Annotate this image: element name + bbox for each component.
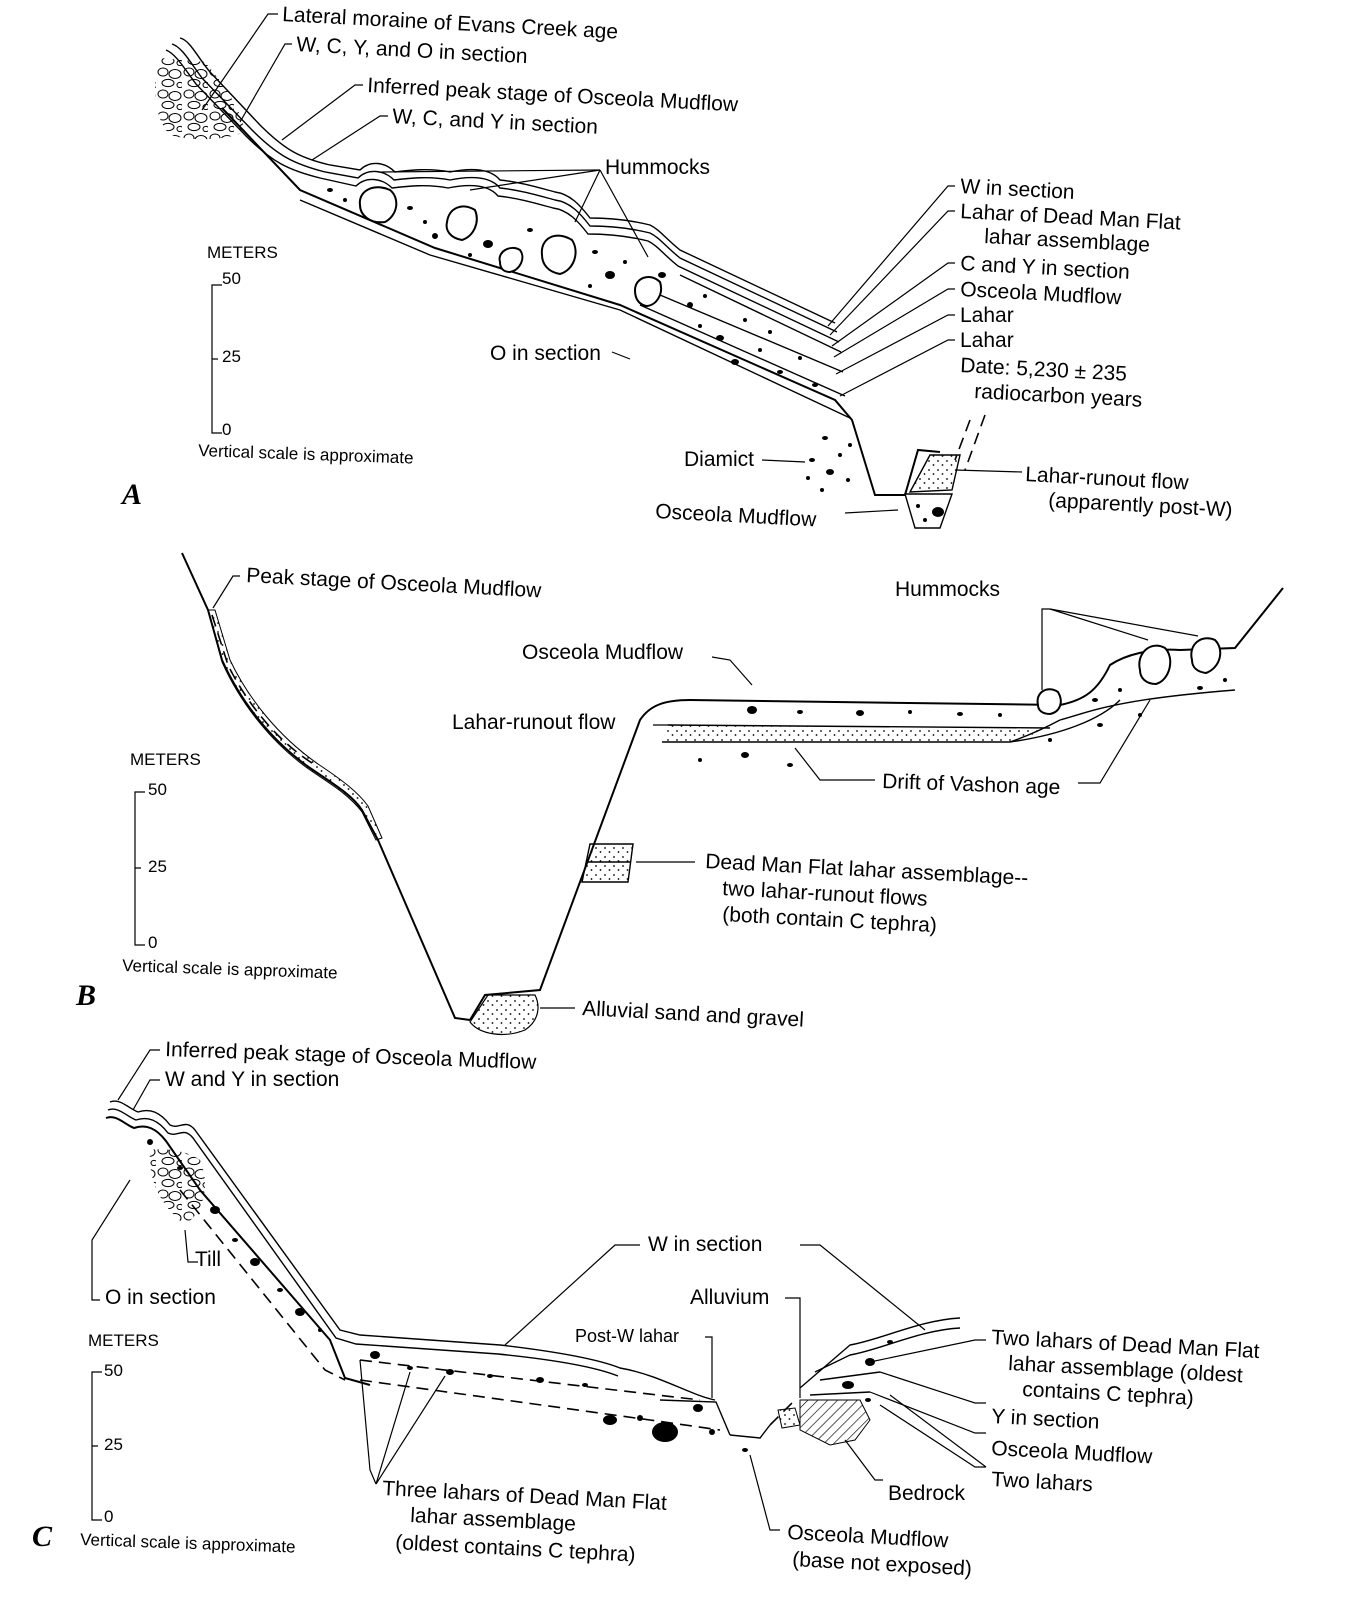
- panel-a-scale-0: 0: [222, 420, 231, 439]
- panel-a-scale-note: Vertical scale is approximate: [198, 441, 414, 468]
- panel-a-letter: A: [120, 478, 142, 511]
- panel-b-scale-note: Vertical scale is approximate: [122, 956, 338, 983]
- panel-a-osceola-bottom-gravel: [916, 504, 944, 522]
- panel-a-label-wcyo: W, C, Y, and O in section: [296, 33, 528, 68]
- panel-a-label-w-in-section: W in section: [960, 175, 1075, 204]
- panel-c-label-w-in-section: W in section: [648, 1233, 762, 1256]
- panel-a-label-osceola-bottom: Osceola Mudflow: [655, 500, 818, 531]
- panel-c: Inferred peak stage of Osceola Mudflow W…: [32, 1038, 1260, 1580]
- panel-a-ground-surface: [222, 108, 940, 495]
- panel-a-hummock-1: [360, 187, 396, 222]
- panel-c-scale-note: Vertical scale is approximate: [80, 1530, 296, 1557]
- panel-a-diamict: [806, 436, 852, 492]
- panel-c-till: [150, 1149, 205, 1225]
- panel-a-hummock-4: [542, 236, 576, 274]
- panel-a-label-runout-2: (apparently post-W): [1048, 489, 1233, 522]
- panel-b-label-peak-stage: Peak stage of Osceola Mudflow: [246, 564, 543, 602]
- panel-c-label-osceola-bottom-1: Osceola Mudflow: [787, 1521, 950, 1552]
- panel-c-scale-0: 0: [104, 1507, 113, 1526]
- panel-c-valley-floor: [730, 1425, 770, 1438]
- panel-b-lahar-runout-flow: [662, 725, 1050, 742]
- panel-b-vertical-scale: METERS 50 25 0 Vertical scale is approxi…: [122, 750, 338, 983]
- panel-a: Lateral moraine of Evans Creek age W, C,…: [120, 3, 1233, 531]
- panel-b-scale-title: METERS: [130, 750, 201, 769]
- panel-b-left-deposit: [208, 610, 382, 840]
- panel-c-label-bedrock: Bedrock: [888, 1482, 966, 1505]
- panel-a-label-lahar-2: Lahar: [960, 329, 1014, 352]
- panel-c-label-post-w-lahar: Post-W lahar: [575, 1326, 679, 1346]
- panel-c-scale-25: 25: [104, 1435, 123, 1454]
- panel-a-vertical-scale: METERS 50 25 0 Vertical scale is approxi…: [198, 243, 414, 468]
- panel-c-label-osceola-bottom-2: (base not exposed): [792, 1548, 973, 1580]
- panel-c-scale-title: METERS: [88, 1331, 159, 1350]
- panel-a-scale-title: METERS: [207, 243, 278, 262]
- panel-c-section-line-2: [108, 1109, 618, 1376]
- panel-c-label-y-in-section: Y in section: [991, 1405, 1100, 1434]
- panel-a-label-hummocks: Hummocks: [605, 156, 710, 179]
- panel-a-scale-50: 50: [222, 269, 241, 288]
- panel-c-label-three-lahars-3: (oldest contains C tephra): [395, 1531, 636, 1567]
- panel-c-right-bank-l2: [820, 1372, 880, 1380]
- panel-c-vertical-scale: METERS 50 25 0 Vertical scale is approxi…: [80, 1331, 296, 1557]
- panel-a-hummock-2: [447, 206, 477, 240]
- panel-c-leaders: [92, 1050, 986, 1530]
- panel-c-label-till: Till: [195, 1248, 221, 1271]
- panel-b-label-drift: Drift of Vashon age: [882, 770, 1061, 799]
- panel-b-scale-50: 50: [148, 780, 167, 799]
- panel-c-lahar-dashed-1: [360, 1360, 700, 1400]
- panel-c-bedrock: [800, 1400, 870, 1445]
- panel-b-dead-man-flat-runouts: [582, 844, 633, 882]
- panel-a-lateral-moraine: [155, 58, 245, 139]
- panel-a-hummock-3: [500, 248, 523, 272]
- panel-b-scale-0: 0: [148, 933, 157, 952]
- panel-b-label-runout: Lahar-runout flow: [452, 711, 616, 734]
- panel-b-label-hummocks: Hummocks: [895, 578, 1000, 601]
- panel-c-letter: C: [32, 1520, 53, 1553]
- panel-b-gravel: [698, 678, 1227, 767]
- panel-a-hummock-5: [635, 277, 661, 306]
- panel-b: Peak stage of Osceola Mudflow Hummocks O…: [75, 553, 1283, 1034]
- panel-c-label-osceola: Osceola Mudflow: [991, 1437, 1154, 1468]
- panel-b-alluvial: [470, 995, 538, 1034]
- panel-a-section-line-6: [640, 305, 845, 396]
- panel-c-label-o-in-section: O in section: [105, 1286, 216, 1309]
- panel-b-left-slope: [182, 553, 470, 1020]
- panel-c-scale-50: 50: [104, 1361, 123, 1380]
- panel-c-o-in-section-dashed: [180, 1190, 345, 1380]
- panel-a-label-wcy: W, C, and Y in section: [392, 105, 599, 139]
- panel-a-right-bank-dashed-2: [955, 420, 970, 460]
- panel-c-label-alluvium: Alluvium: [690, 1286, 769, 1309]
- panel-c-right-bank-l3: [810, 1392, 870, 1395]
- panel-b-label-alluvial: Alluvial sand and gravel: [582, 997, 805, 1032]
- panel-c-right-bank-top: [800, 1318, 960, 1388]
- panel-c-label-two-lahars: Two lahars: [991, 1468, 1094, 1496]
- panel-a-label-o-in-section: O in section: [490, 342, 601, 365]
- panel-a-lahar-runout-flow: [910, 455, 960, 492]
- panel-a-label-lahar-1: Lahar: [960, 304, 1014, 327]
- panel-c-gravel: [147, 1139, 893, 1452]
- panel-a-osceola-bottom: [905, 494, 952, 528]
- panel-b-peak-stage-dashed: [212, 615, 315, 765]
- panel-b-letter: B: [75, 979, 96, 1012]
- panel-b-hummock-1: [1038, 689, 1061, 714]
- panel-a-label-diamict: Diamict: [684, 448, 754, 471]
- panel-b-hummock-3: [1191, 638, 1220, 673]
- panel-a-scale-25: 25: [222, 347, 241, 366]
- panel-c-label-w-and-y: W and Y in section: [165, 1068, 339, 1091]
- panel-c-alluvium: [778, 1408, 800, 1428]
- panel-b-scale-25: 25: [148, 857, 167, 876]
- panel-b-label-osceola: Osceola Mudflow: [522, 641, 684, 664]
- panel-b-hummock-2: [1139, 646, 1170, 684]
